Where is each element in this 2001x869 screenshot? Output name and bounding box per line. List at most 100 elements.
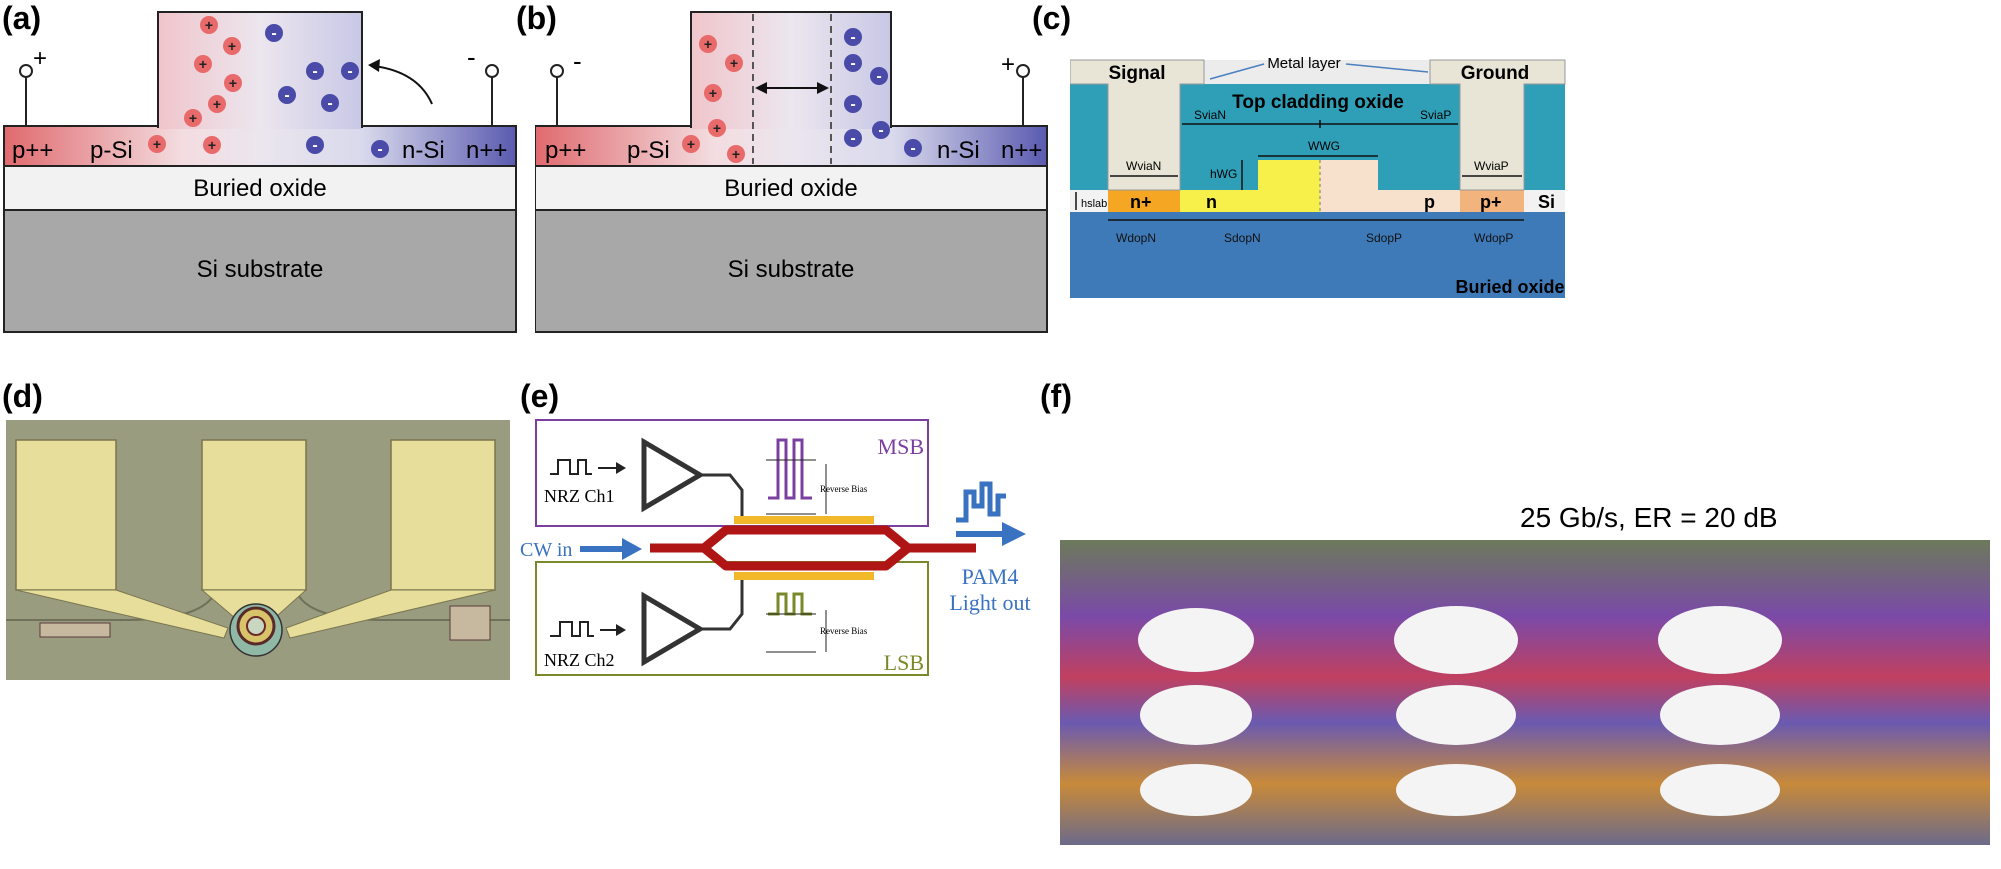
grating-coupler-left [39,622,111,638]
electrode-top [734,516,874,524]
driver-amp-msb [641,437,705,513]
svg-text:SdopN: SdopN [1224,231,1261,245]
svg-text:+: + [208,137,216,153]
panel-b-diagram: - + + + + + + + - - - - - - - p++ p-Si n… [535,11,1048,333]
svg-text:+: + [213,96,221,112]
si-label: Si [1538,192,1555,212]
grating-coupler-right [449,605,491,641]
svg-text:WdopN: WdopN [1116,231,1156,245]
terminal-icon [485,64,499,78]
p-plus-plus-label: p++ [12,137,53,164]
svg-text:+: + [687,136,695,152]
svg-text:+: + [730,55,738,71]
panel-f-eye-diagram [1060,540,1990,845]
svg-text:+: + [713,120,721,136]
right-polarity: + [1001,51,1015,78]
buried-oxide-label: Buried oxide [1455,277,1564,297]
svg-text:SviaN: SviaN [1194,108,1226,122]
left-polarity: - [573,46,582,76]
electrons: - - - - - - - [844,28,922,157]
svg-text:-: - [327,95,332,112]
panel-c-diagram: Signal Ground Metal layer Top cladding o… [1070,55,1566,298]
electrode-arm-right [285,589,496,639]
cw-in-label: CW in [520,539,572,561]
svg-text:-: - [878,122,883,139]
electrode-arm-left [15,589,229,639]
svg-text:-: - [347,63,352,80]
svg-text:+: + [704,36,712,52]
metal-layer-label: Metal layer [1267,55,1340,72]
carrier-arrow [373,65,433,105]
svg-text:Reverse Bias: Reverse Bias [820,626,868,636]
left-polarity: + [33,45,47,72]
p-plus-label: p+ [1480,192,1502,212]
panel-label-d: (d) [2,378,43,414]
n-plus-label: n+ [1130,192,1152,212]
svg-text:-: - [850,130,855,147]
substrate-label: Si substrate [197,256,324,283]
panel-label-b: (b) [516,0,557,36]
svg-text:hWG: hWG [1210,167,1237,181]
svg-text:-: - [850,55,855,72]
nrz1-waveform [550,459,592,475]
svg-text:WviaN: WviaN [1126,159,1161,173]
svg-text:WWG: WWG [1308,139,1340,153]
buried-oxide-label: Buried oxide [193,175,326,202]
svg-text:-: - [284,87,289,104]
terminal-icon [19,64,33,78]
signal-label: Signal [1108,63,1165,84]
eye-openings [1138,606,1782,816]
output-arrow-icon [1002,522,1026,546]
buried-oxide [535,165,1048,211]
panel-label-f: (f) [1040,378,1072,414]
panel-a-diagram: + - + + + + + + + + - - - - - - - p++ p-… [3,11,517,333]
panel-d-micrograph [6,420,510,680]
panel-label-a: (a) [2,0,42,36]
svg-text:-: - [312,137,317,154]
n-label: n [1206,192,1217,212]
svg-text:-: - [850,29,855,46]
svg-text:+: + [228,38,236,54]
msb-label: MSB [878,434,924,459]
light-out-label: Light out [949,590,1030,615]
pam4-label: PAM4 [962,564,1019,589]
svg-text:-: - [850,96,855,113]
electrode-pad-center [201,439,307,591]
input-arrow-icon [622,538,642,560]
ground-label: Ground [1461,63,1530,84]
svg-text:SdopP: SdopP [1366,231,1402,245]
top-cladding-label: Top cladding oxide [1232,92,1404,113]
signal-pad [1070,59,1205,191]
substrate-label: Si substrate [728,256,855,283]
electrode-pad-right [390,439,496,591]
svg-text:+: + [153,136,161,152]
p-label: p [1424,192,1435,212]
n-plus-plus-label: n++ [1001,137,1042,164]
svg-text:+: + [709,85,717,101]
right-polarity: - [467,42,476,72]
panel-label-e: (e) [520,378,560,414]
n-region [1180,190,1320,212]
svg-text:SviaP: SviaP [1420,108,1451,122]
eye-diagram-title: 25 Gb/s, ER = 20 dB [1520,502,1778,533]
n-plus-plus-label: n++ [466,137,507,164]
terminal-icon [550,64,564,78]
nrz-ch2-label: NRZ Ch2 [544,650,615,670]
lsb-label: LSB [884,650,924,675]
svg-text:+: + [732,146,740,162]
svg-text:-: - [910,140,915,157]
p-region [1320,190,1460,212]
svg-text:-: - [876,68,881,85]
p-si-label: p-Si [90,137,133,164]
svg-text:-: - [271,25,276,42]
rib-waveguide [690,11,892,128]
electrons: - - - - - - - [265,24,389,158]
p-si-label: p-Si [627,137,670,164]
nrz-ch1-label: NRZ Ch1 [544,486,615,506]
svg-text:-: - [312,63,317,80]
svg-text:-: - [377,141,382,158]
buried-oxide-label: Buried oxide [724,175,857,202]
si-substrate [3,209,517,333]
slab [535,125,1048,167]
nrz2-waveform [550,621,594,637]
